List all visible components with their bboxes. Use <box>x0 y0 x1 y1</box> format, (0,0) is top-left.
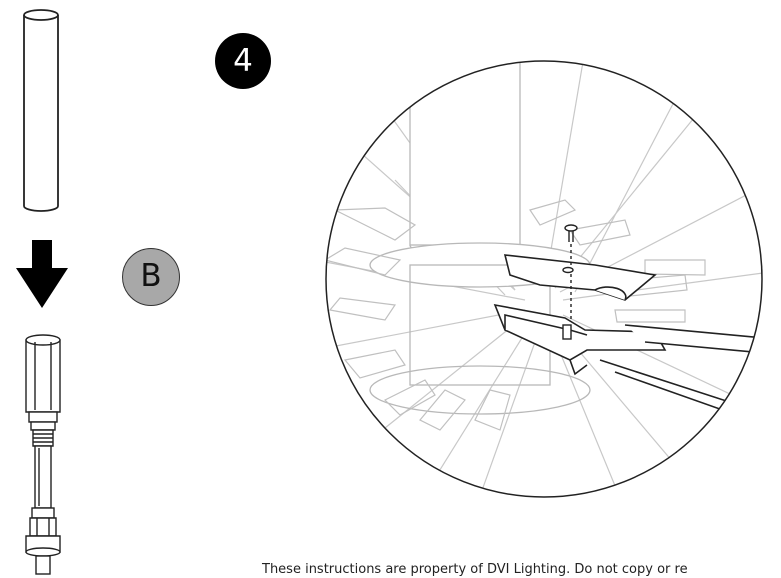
footer-copyright: These instructions are property of DVI L… <box>262 562 688 577</box>
step-number-badge: 4 <box>215 33 271 89</box>
part-label-badge: B <box>122 248 180 306</box>
down-arrow-icon <box>16 240 68 308</box>
detail-circle-illustration <box>325 60 763 498</box>
connector-hardware-illustration <box>25 334 61 575</box>
pole-tube-illustration <box>23 9 59 212</box>
